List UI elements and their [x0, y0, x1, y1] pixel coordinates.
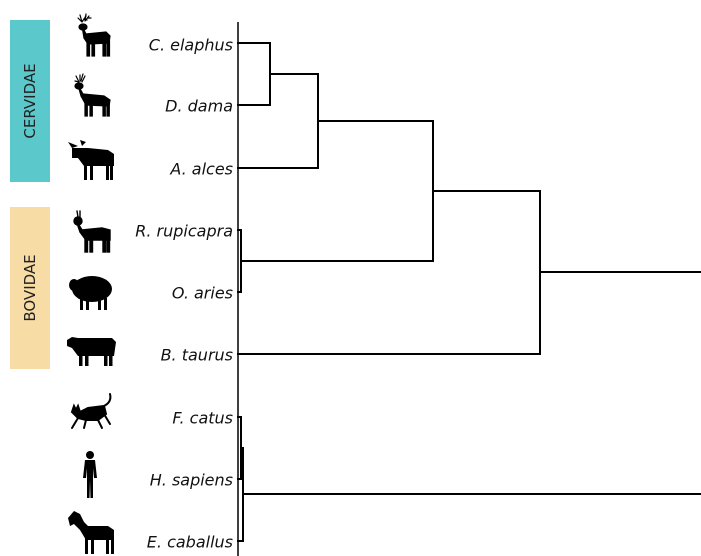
chamois-icon: [73, 210, 111, 253]
family-box-bovidae: BOVIDAE: [10, 207, 50, 369]
cat-icon: [70, 393, 112, 429]
red-deer-icon: [77, 13, 111, 57]
leaf-label-f-catus: F. catus: [172, 408, 233, 428]
branch-cervid-caprine: [240, 120, 434, 262]
branch-ruminants: [237, 190, 541, 355]
leaf-label-b-taurus: B. taurus: [160, 345, 233, 365]
moose-icon: [68, 140, 114, 180]
leaf-label-d-dama: D. dama: [165, 96, 233, 116]
leaf-label-h-sapiens: H. sapiens: [149, 470, 233, 490]
human-icon: [83, 451, 97, 498]
leaf-label-r-rupicapra: R. rupicapra: [135, 221, 233, 241]
leaf-label-o-aries: O. aries: [171, 283, 233, 303]
leaf-label-c-elaphus: C. elaphus: [148, 35, 233, 55]
horse-icon: [68, 511, 114, 554]
cow-icon: [67, 337, 116, 366]
family-box-cervidae: CERVIDAE: [10, 20, 50, 182]
branch-elaphus-dama: [237, 42, 271, 106]
leaf-label-a-alces: A. alces: [170, 159, 233, 179]
branch-cervidae: [237, 73, 319, 169]
leaf-label-e-caballus: E. caballus: [146, 532, 233, 552]
sheep-icon: [69, 276, 112, 310]
fallow-deer-icon: [74, 73, 111, 117]
